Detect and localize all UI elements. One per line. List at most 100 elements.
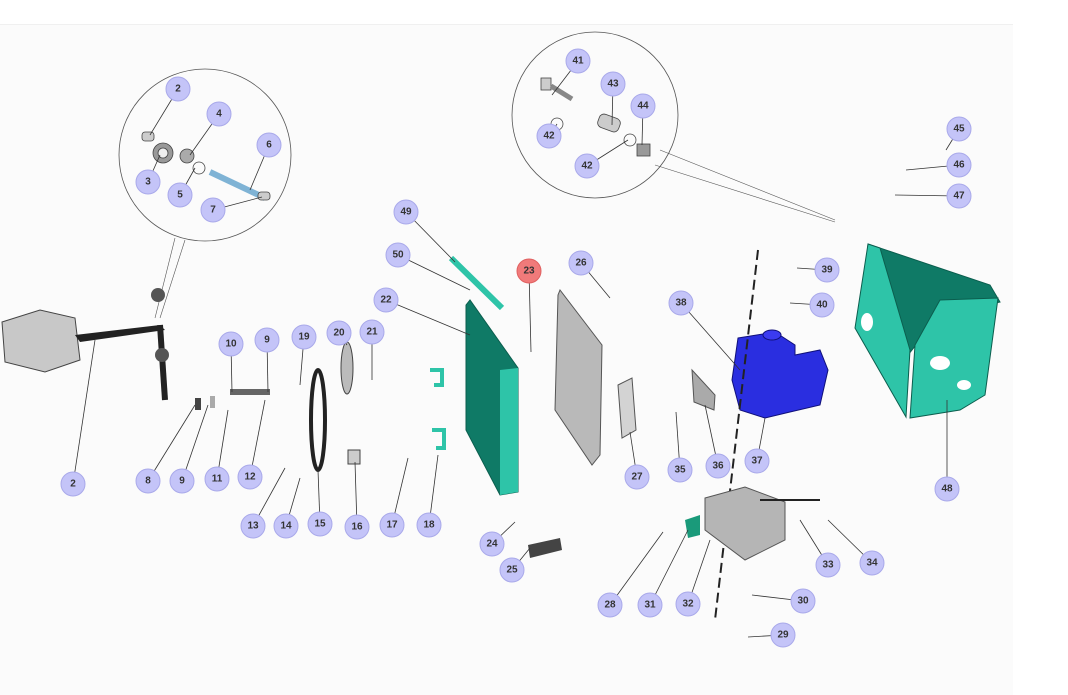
callout-7[interactable]: 7 xyxy=(200,197,226,223)
callout-label: 41 xyxy=(572,56,584,67)
callout-45[interactable]: 45 xyxy=(946,116,972,142)
callout-43[interactable]: 43 xyxy=(600,71,626,97)
callout-19[interactable]: 19 xyxy=(291,324,317,350)
callout-label: 7 xyxy=(210,205,216,216)
base-plate-part xyxy=(704,486,786,561)
callout-label: 25 xyxy=(506,565,518,576)
callout-44[interactable]: 44 xyxy=(630,93,656,119)
callout-label: 29 xyxy=(777,630,789,641)
callout-46[interactable]: 46 xyxy=(946,152,972,178)
callout-3[interactable]: 3 xyxy=(135,169,161,195)
callout-28[interactable]: 28 xyxy=(597,592,623,618)
callout-label: 32 xyxy=(682,599,694,610)
callout-6[interactable]: 6 xyxy=(256,132,282,158)
leader-line xyxy=(72,339,96,485)
leader-line xyxy=(528,270,532,353)
callout-label: 46 xyxy=(953,160,965,171)
leader-line xyxy=(249,399,266,478)
callout-label: 33 xyxy=(822,560,834,571)
callout-label: 31 xyxy=(644,600,656,611)
callout-2[interactable]: 2 xyxy=(60,471,86,497)
callout-14[interactable]: 14 xyxy=(273,513,299,539)
callout-label: 12 xyxy=(244,472,256,483)
callout-38[interactable]: 38 xyxy=(668,290,694,316)
callout-label: 19 xyxy=(298,332,310,343)
callout-16[interactable]: 16 xyxy=(344,514,370,540)
callout-26[interactable]: 26 xyxy=(568,250,594,276)
leader-line xyxy=(181,404,209,482)
callout-label: 42 xyxy=(581,161,593,172)
callout-8[interactable]: 8 xyxy=(135,468,161,494)
pulley-part xyxy=(340,341,354,395)
leader-line xyxy=(609,531,664,606)
callout-50[interactable]: 50 xyxy=(385,242,411,268)
callout-5[interactable]: 5 xyxy=(167,182,193,208)
callout-37[interactable]: 37 xyxy=(744,448,770,474)
callout-21[interactable]: 21 xyxy=(359,319,385,345)
callout-31[interactable]: 31 xyxy=(637,592,663,618)
callout-42[interactable]: 42 xyxy=(574,153,600,179)
callout-36[interactable]: 36 xyxy=(705,453,731,479)
callout-39[interactable]: 39 xyxy=(814,257,840,283)
callout-30[interactable]: 30 xyxy=(790,588,816,614)
strut-part xyxy=(448,255,505,311)
detail-parts-left xyxy=(141,131,271,201)
cover-part xyxy=(854,243,1001,419)
callout-17[interactable]: 17 xyxy=(379,512,405,538)
callout-label: 6 xyxy=(266,140,272,151)
callout-4[interactable]: 4 xyxy=(206,101,232,127)
callout-18[interactable]: 18 xyxy=(416,512,442,538)
callout-12[interactable]: 12 xyxy=(237,464,263,490)
callout-41[interactable]: 41 xyxy=(565,48,591,74)
callout-label: 23 xyxy=(523,266,535,277)
callout-48[interactable]: 48 xyxy=(934,476,960,502)
handle-part xyxy=(528,538,562,558)
callout-label: 21 xyxy=(366,327,378,338)
callout-25[interactable]: 25 xyxy=(499,557,525,583)
callout-13[interactable]: 13 xyxy=(240,513,266,539)
callout-11[interactable]: 11 xyxy=(204,466,230,492)
callout-9[interactable]: 9 xyxy=(254,327,280,353)
callout-33[interactable]: 33 xyxy=(815,552,841,578)
callout-label: 26 xyxy=(575,258,587,269)
callout-47[interactable]: 47 xyxy=(946,183,972,209)
callout-label: 5 xyxy=(177,190,183,201)
callout-label: 34 xyxy=(866,558,878,569)
callout-49[interactable]: 49 xyxy=(393,199,419,225)
callout-34[interactable]: 34 xyxy=(859,550,885,576)
callout-label: 18 xyxy=(423,520,435,531)
detail-parts-right xyxy=(540,77,651,157)
callout-label: 15 xyxy=(314,519,326,530)
leader-line xyxy=(649,529,689,606)
callout-label: 14 xyxy=(280,521,292,532)
callout-10[interactable]: 10 xyxy=(218,331,244,357)
leader-line xyxy=(680,302,741,371)
callout-label: 20 xyxy=(333,328,345,339)
callout-label: 22 xyxy=(380,295,392,306)
callout-label: 50 xyxy=(392,250,404,261)
callout-9[interactable]: 9 xyxy=(169,468,195,494)
callout-35[interactable]: 35 xyxy=(667,457,693,483)
mounting-plate-part xyxy=(554,288,603,466)
callout-27[interactable]: 27 xyxy=(624,464,650,490)
leader-line xyxy=(385,299,471,336)
callout-20[interactable]: 20 xyxy=(326,320,352,346)
callout-label: 8 xyxy=(145,476,151,487)
callout-29[interactable]: 29 xyxy=(770,622,796,648)
callout-23[interactable]: 23 xyxy=(516,258,542,284)
callout-32[interactable]: 32 xyxy=(675,591,701,617)
callout-24[interactable]: 24 xyxy=(479,531,505,557)
callout-label: 2 xyxy=(70,479,76,490)
callout-label: 48 xyxy=(941,484,953,495)
gearbox-part xyxy=(1,288,169,401)
detail-circle-gearbox xyxy=(118,68,292,242)
callout-2[interactable]: 2 xyxy=(165,76,191,102)
callout-40[interactable]: 40 xyxy=(809,292,835,318)
callout-label: 9 xyxy=(264,335,270,346)
callout-42[interactable]: 42 xyxy=(536,123,562,149)
callout-label: 3 xyxy=(145,177,151,188)
callout-label: 17 xyxy=(386,520,398,531)
callout-label: 11 xyxy=(212,474,223,485)
callout-15[interactable]: 15 xyxy=(307,511,333,537)
callout-22[interactable]: 22 xyxy=(373,287,399,313)
